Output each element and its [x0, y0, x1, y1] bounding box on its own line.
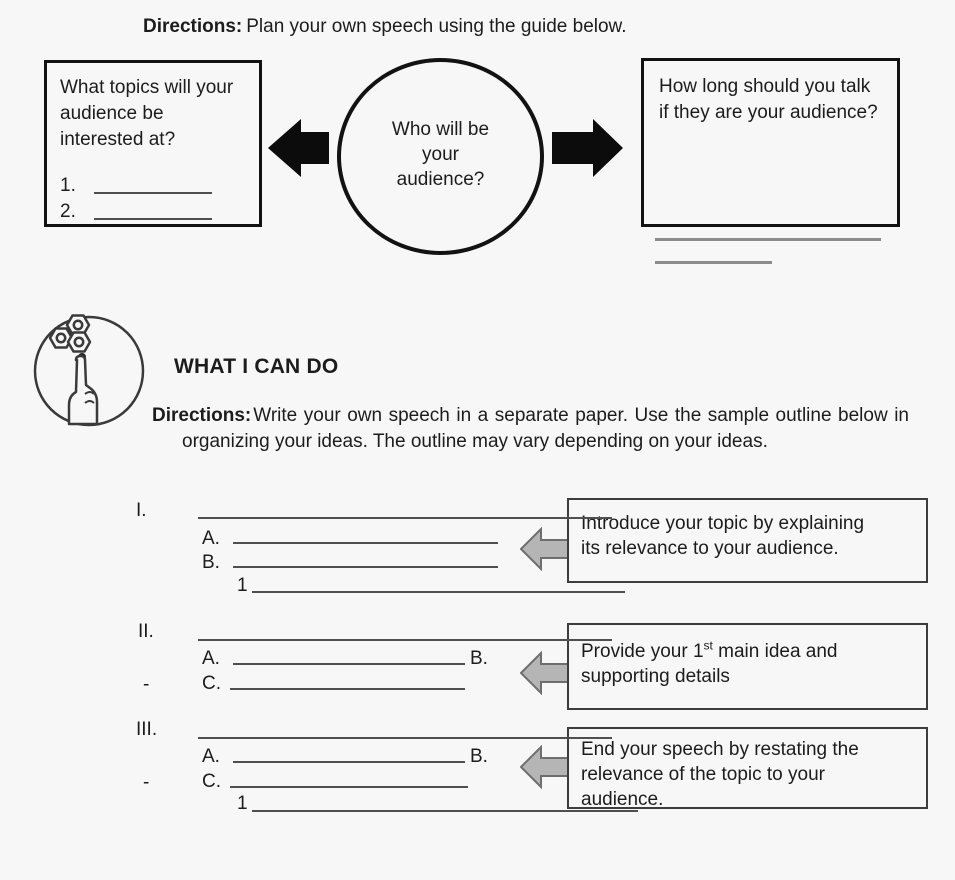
callout-conclusion-line1: End your speech by restating the — [581, 739, 859, 760]
blank-line — [655, 261, 772, 264]
callout-main-idea-line2: supporting details — [581, 666, 730, 687]
blank-line — [252, 591, 625, 593]
outline-I-item-A: A. — [202, 528, 220, 549]
blank-line — [233, 663, 465, 665]
section-title: WHAT I CAN DO — [174, 355, 339, 378]
audience-question-line2: your — [422, 144, 459, 165]
outline-II-item-A: A. — [202, 648, 220, 669]
outline-numeral-I: I. — [136, 500, 147, 521]
audience-question-line3: audience? — [396, 169, 485, 190]
outline-II-item-C: C. — [202, 673, 221, 694]
blank-line — [233, 566, 498, 568]
blank-line — [233, 761, 465, 763]
top-directions-text: Plan your own speech using the guide bel… — [246, 16, 627, 37]
blank-line — [230, 786, 468, 788]
black-arrow-left-icon — [268, 119, 329, 177]
topics-item-1-number: 1. — [60, 175, 76, 196]
outline-I-item-B: B. — [202, 552, 220, 573]
outline-II-dash: - — [143, 674, 150, 695]
audience-circle: Who will be your audience? — [337, 58, 544, 255]
blank-line — [94, 218, 212, 220]
callout-conclusion: End your speech by restating the relevan… — [567, 727, 928, 810]
outline-III-item-C: C. — [202, 771, 221, 792]
callout-introduce-line1: Introduce your topic by explaining — [581, 513, 865, 534]
gray-arrow-left-icon — [520, 527, 572, 571]
audience-question: Who will be your audience? — [341, 117, 540, 192]
duration-question: How long should you talk if they are you… — [659, 76, 878, 123]
callout-conclusion-line2: relevance of the topic to your — [581, 764, 825, 785]
outline-III-item-1: 1 — [237, 793, 248, 814]
outline-III-item-A: A. — [202, 746, 220, 767]
blank-line — [655, 238, 881, 241]
top-directions-label: Directions: — [143, 16, 243, 37]
black-arrow-right-icon — [552, 119, 623, 177]
blank-line — [198, 737, 612, 739]
wicd-directions: Directions:Write your own speech in a se… — [152, 403, 909, 455]
topics-item-1: 1. — [60, 171, 247, 197]
callout-main-idea-line1: Provide your 1st main idea and — [581, 639, 916, 664]
outline-II-item-B: B. — [470, 648, 488, 669]
callout-main-idea-superscript: st — [703, 638, 713, 653]
outline-I-item-1: 1 — [237, 575, 248, 596]
blank-line — [230, 688, 465, 690]
outline-III-item-B: B. — [470, 746, 488, 767]
callout-main-idea-text2: main idea and — [712, 641, 838, 662]
hand-pressing-buttons-icon — [33, 314, 145, 427]
callout-main-idea: Provide your 1st main idea and supportin… — [567, 623, 928, 710]
callout-introduce: Introduce your topic by explaining its r… — [567, 498, 928, 583]
blank-line — [233, 542, 498, 544]
blank-line — [252, 810, 638, 812]
audience-question-line1: Who will be — [391, 119, 490, 140]
topics-item-2: 2. — [60, 197, 247, 223]
outline-numeral-II: II. — [138, 621, 154, 642]
blank-line — [198, 517, 612, 519]
gray-arrow-left-icon — [520, 745, 572, 789]
blank-line — [198, 639, 612, 641]
callout-conclusion-line3: audience. — [581, 789, 664, 810]
wicd-directions-text: Write your own speech in a separate pape… — [182, 405, 909, 452]
topics-item-2-number: 2. — [60, 201, 76, 222]
wicd-directions-label: Directions: — [152, 405, 252, 426]
duration-box: How long should you talk if they are you… — [641, 58, 900, 227]
topics-question: What topics will your audience be intere… — [60, 77, 234, 150]
outline-numeral-III: III. — [136, 719, 158, 740]
top-directions: Directions:Plan your own speech using th… — [143, 15, 627, 39]
topics-box: What topics will your audience be intere… — [44, 60, 262, 227]
callout-main-idea-text: Provide your 1 — [581, 641, 704, 662]
gray-arrow-left-icon — [520, 651, 572, 695]
callout-introduce-line2: its relevance to your audience. — [581, 538, 839, 559]
outline-III-dash: - — [143, 772, 150, 793]
blank-line — [94, 192, 212, 194]
